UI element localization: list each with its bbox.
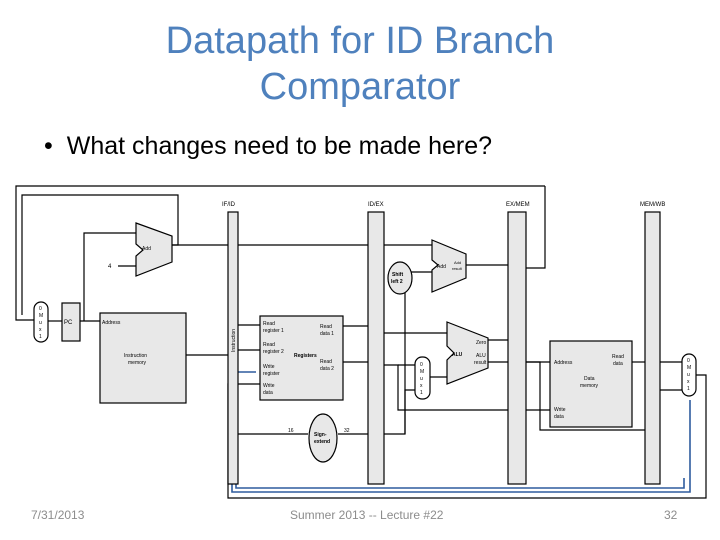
zero-label: Zero	[476, 340, 487, 346]
alu-result-label-1: ALU	[476, 353, 486, 359]
imem-label-1: Instruction	[124, 353, 147, 359]
imm-to-mux-wire	[384, 389, 415, 435]
if-id-register	[227, 211, 239, 485]
bullet-text: What changes need to be made here?	[66, 132, 493, 160]
pc-to-adder-wire	[83, 232, 136, 321]
title-line-1: Datapath for ID Branch	[165, 20, 555, 62]
imem-label-2: memory	[128, 360, 147, 366]
dmem-read-data-b: data	[613, 361, 623, 367]
shift-label-2: left 2	[391, 279, 403, 285]
store-data-wire	[384, 364, 509, 411]
shift-left-2	[387, 261, 413, 295]
wb-mux-0: 0	[687, 358, 690, 364]
read-data1-b: data 1	[320, 331, 334, 337]
data-memory	[549, 340, 633, 428]
sign-extend-label-1: Sign-	[314, 432, 327, 438]
pc-mux-m: M	[39, 313, 43, 319]
title-line-2: Comparator	[259, 66, 461, 108]
write-reg-a: Write	[263, 364, 275, 370]
add-result-label-2: result	[452, 266, 463, 271]
id-ex-register	[367, 211, 385, 485]
pc-adder	[135, 222, 173, 277]
branch-adder	[431, 239, 467, 293]
read-reg2-a: Read	[263, 342, 275, 348]
dmem-label-1: Data	[584, 376, 595, 382]
shift-label-1: Shift	[392, 272, 403, 278]
read-data1-a: Read	[320, 324, 332, 330]
mem-wb-register	[644, 211, 661, 485]
read-data2-a: Read	[320, 359, 332, 365]
mem-wb-label: MEM/WB	[640, 202, 665, 208]
alu-mux-0: 0	[420, 362, 423, 368]
pc-mux-0: 0	[39, 306, 42, 312]
registers-label: Registers	[294, 353, 317, 359]
const-4-label: 4	[108, 264, 112, 270]
alu-bypass-wire	[526, 361, 645, 431]
pc-mux-1: 1	[39, 334, 42, 340]
alu-mux-m: M	[420, 369, 424, 375]
slide-title: Datapath for ID Branch Comparator	[0, 18, 720, 110]
pc-register	[61, 302, 81, 342]
instruction-memory	[99, 312, 187, 404]
wb-mux-u: u	[687, 372, 690, 378]
dmem-read-data-a: Read	[612, 354, 624, 360]
read-reg2-b: register 2	[263, 349, 284, 355]
branch-adder-label: Add	[437, 264, 446, 270]
register-file	[259, 315, 344, 401]
dmem-write-data-b: data	[554, 414, 564, 420]
dmem-label-2: memory	[580, 383, 599, 389]
alu-result-label-2: result	[474, 360, 487, 366]
write-reg-b: register	[263, 371, 280, 377]
pc-mux	[33, 301, 49, 343]
pc-adder-label: Add	[142, 246, 151, 252]
branch-target-wire	[15, 185, 545, 321]
sign-extend	[308, 413, 338, 463]
width-16-label: 16	[288, 428, 294, 434]
wb-mux-1: 1	[687, 386, 690, 392]
sign-extend-label-2: extend	[314, 439, 330, 445]
write-register-wire	[235, 371, 685, 489]
width-32-label: 32	[344, 428, 350, 434]
ex-mem-register	[507, 211, 527, 485]
instruction-vertical-label: Instruction	[231, 329, 237, 352]
pc-mux-u: u	[39, 320, 42, 326]
read-reg1-b: register 1	[263, 328, 284, 334]
alu-mux-x: x	[420, 383, 423, 389]
alu	[446, 321, 489, 385]
read-reg1-a: Read	[263, 321, 275, 327]
pc-mux-x: x	[39, 327, 42, 333]
footer-lecture: Summer 2013 -- Lecture #22	[290, 508, 444, 522]
wb-mux-x: x	[687, 379, 690, 385]
write-data-a: Write	[263, 383, 275, 389]
add-result-label-1: Add	[454, 260, 461, 265]
alu-label: ALU	[452, 352, 463, 358]
alu-src-mux	[414, 356, 431, 400]
dmem-write-data-a: Write	[554, 407, 566, 413]
imem-address-label: Address	[102, 320, 121, 326]
writeback-mux	[681, 353, 697, 397]
if-id-label: IF/ID	[222, 202, 236, 208]
bullet-dot-icon: •	[44, 132, 53, 160]
alu-mux-1: 1	[420, 390, 423, 396]
pc-label: PC	[64, 320, 73, 326]
read-data2-b: data 2	[320, 366, 334, 372]
footer-date: 7/31/2013	[31, 508, 85, 522]
footer-page-number: 32	[664, 508, 678, 522]
write-data-b: data	[263, 390, 273, 396]
alu-mux-u: u	[420, 376, 423, 382]
dmem-address-label: Address	[554, 360, 573, 366]
wb-mux-m: M	[687, 365, 691, 371]
bullet-item: • What changes need to be made here?	[44, 132, 492, 161]
ex-mem-label: EX/MEM	[506, 202, 530, 208]
id-ex-label: ID/EX	[368, 202, 384, 208]
